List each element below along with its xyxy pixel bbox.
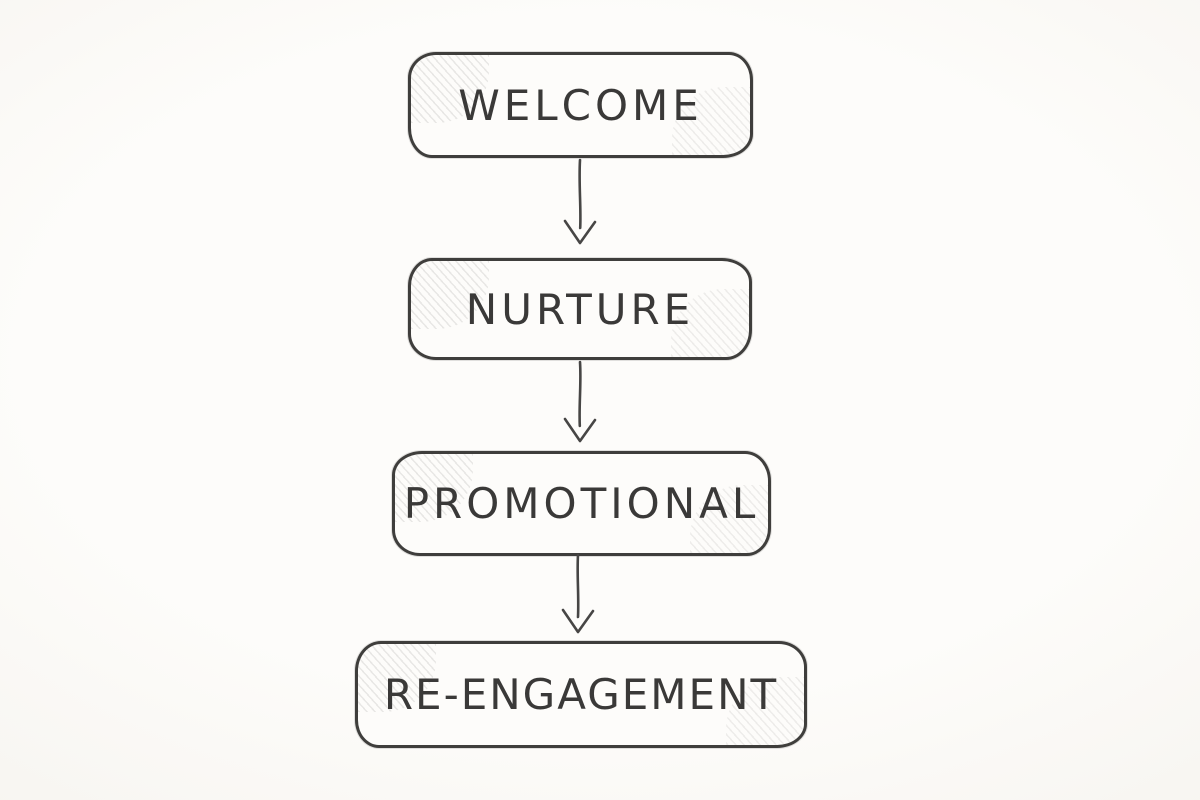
node-welcome-label: WELCOME [458, 80, 703, 130]
node-welcome: WELCOME [408, 52, 753, 158]
node-promotional-label: PROMOTIONAL [403, 479, 760, 528]
arrow-down-icon [561, 553, 595, 634]
node-promotional: PROMOTIONAL [392, 451, 771, 556]
node-nurture-label: NURTURE [465, 284, 695, 334]
node-re-engagement-label: RE-ENGAGEMENT [383, 670, 779, 719]
arrow-down-icon [563, 360, 597, 443]
arrow-down-icon [563, 158, 597, 245]
node-nurture: NURTURE [408, 258, 752, 360]
node-re-engagement: RE-ENGAGEMENT [355, 641, 807, 748]
